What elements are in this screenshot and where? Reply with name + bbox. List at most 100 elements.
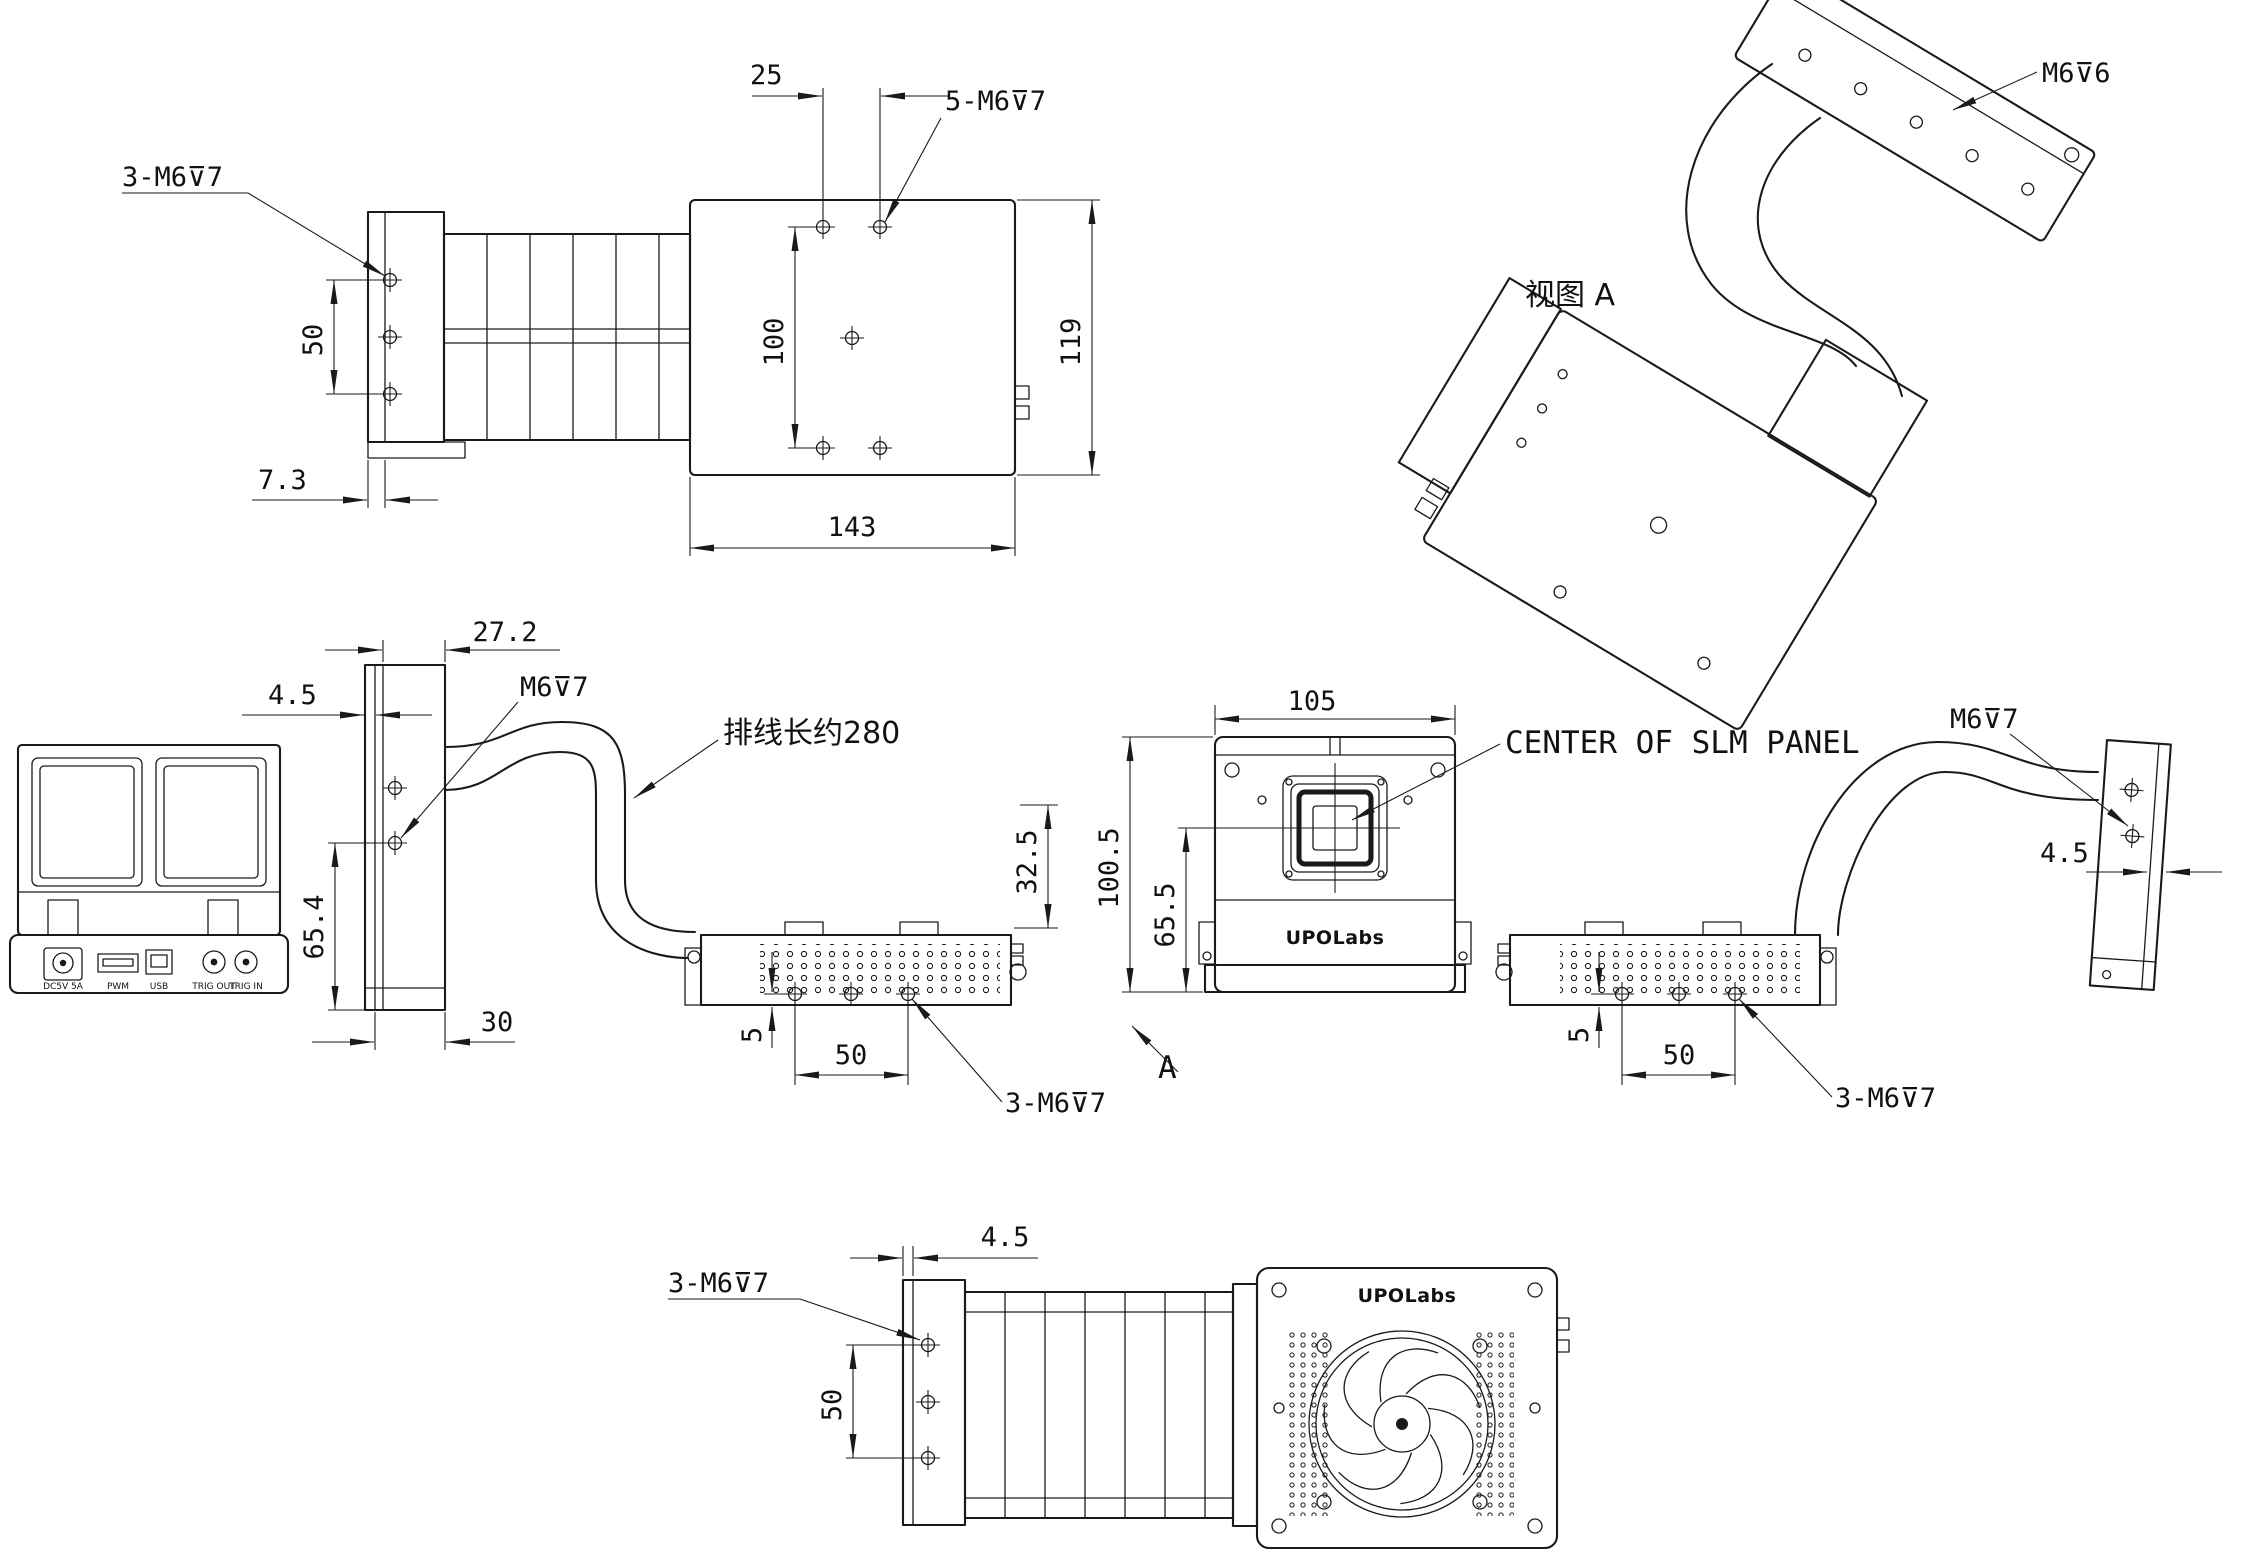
dim-text: 5 bbox=[737, 1027, 768, 1043]
cooling-fan bbox=[1308, 1330, 1496, 1518]
flex-cable bbox=[443, 720, 697, 960]
view-a-caption: 视图 A bbox=[1525, 278, 1616, 313]
callout-3m6: 3-M6⊽7 bbox=[1738, 998, 1936, 1114]
dimension-100-5: 100.5 bbox=[1094, 736, 1213, 993]
callout-text: CENTER OF SLM PANEL bbox=[1505, 725, 1860, 761]
dimension-105: 105 bbox=[1214, 686, 1456, 735]
iso-view-a: M6⊽6 视图 A bbox=[1397, 0, 2111, 730]
dimension-5: 5 bbox=[1564, 952, 1611, 1048]
dimension-50: 50 bbox=[817, 1344, 916, 1459]
callout-3m6: 3-M6⊽7 bbox=[122, 162, 386, 277]
dimension-32-5: 32.5 bbox=[1012, 804, 1058, 929]
callout-text: M6⊽7 bbox=[1950, 704, 2019, 735]
port-label: DC5V 5A bbox=[43, 982, 84, 992]
side-plate bbox=[2088, 739, 2172, 991]
callout-text: 3-M6⊽7 bbox=[1005, 1088, 1106, 1119]
callout-m6-7: M6⊽7 bbox=[400, 672, 589, 839]
flex-cable bbox=[1793, 740, 2100, 937]
dim-text: 50 bbox=[298, 324, 329, 357]
trig-in-port bbox=[234, 950, 258, 974]
dimension-25: 25 bbox=[750, 60, 950, 215]
dimension-4-5: 4.5 bbox=[850, 1222, 1038, 1276]
dimension-143: 143 bbox=[689, 477, 1016, 556]
io-panel bbox=[8, 933, 290, 995]
controller-front-view: DC5V 5A PWM USB TRIG OUT TRIG IN bbox=[8, 743, 290, 995]
callout-text: M6⊽6 bbox=[2042, 58, 2111, 89]
center-of-slm-callout: CENTER OF SLM PANEL bbox=[1351, 725, 1860, 821]
stage-body bbox=[442, 232, 692, 442]
dim-text: 119 bbox=[1056, 318, 1087, 367]
dim-text: 50 bbox=[817, 1389, 848, 1422]
dimension-27-2: 27.2 bbox=[325, 617, 560, 662]
dimension-119: 119 bbox=[1017, 199, 1100, 476]
dimension-50: 50 bbox=[298, 279, 378, 395]
dim-text: 4.5 bbox=[268, 680, 317, 711]
callout-text: 3-M6⊽7 bbox=[668, 1268, 769, 1299]
dimension-50: 50 bbox=[1621, 1002, 1736, 1085]
dim-text: 4.5 bbox=[2040, 838, 2089, 869]
dim-text: 5 bbox=[1564, 1027, 1595, 1043]
usb-port bbox=[145, 949, 173, 975]
side-plate bbox=[363, 663, 447, 1012]
head-base bbox=[1203, 963, 1467, 994]
dimension-65-4: 65.4 bbox=[299, 842, 385, 1011]
dc-jack bbox=[43, 947, 83, 981]
dim-text: 7.3 bbox=[258, 465, 307, 496]
dim-text: 25 bbox=[750, 60, 783, 91]
callout-3m6: 3-M6⊽7 bbox=[668, 1268, 921, 1341]
dimension-65-5: 65.5 bbox=[1150, 828, 1190, 992]
dimension-5: 5 bbox=[737, 952, 784, 1048]
callout-text: 排线长约280 bbox=[723, 716, 900, 751]
vent-holes bbox=[1472, 1332, 1514, 1516]
callout-text: M6⊽7 bbox=[520, 672, 589, 703]
dim-text: 50 bbox=[1663, 1040, 1696, 1071]
vent-holes bbox=[760, 944, 1000, 996]
slm-aperture bbox=[1178, 763, 1400, 893]
dim-text: 65.4 bbox=[299, 894, 330, 959]
side-plate bbox=[366, 210, 446, 444]
brand-logo: UPOLabs bbox=[1358, 1285, 1457, 1307]
dim-text: 30 bbox=[481, 1007, 514, 1038]
base-unit-left bbox=[684, 921, 1027, 1007]
dimension-4-5: 4.5 bbox=[242, 680, 432, 719]
callout-3m6: 3-M6⊽7 bbox=[911, 998, 1106, 1119]
left-side-view: 27.2 4.5 M6⊽7 65.4 30 bbox=[242, 617, 1106, 1119]
iso-upper-plate bbox=[1734, 0, 2096, 242]
dim-text: 65.5 bbox=[1150, 882, 1181, 947]
brand-logo: UPOLabs bbox=[1286, 927, 1385, 949]
callout-5m6: 5-M6⊽7 bbox=[884, 86, 1046, 223]
trig-out-port bbox=[202, 950, 226, 974]
dim-text: 32.5 bbox=[1012, 829, 1043, 894]
view-a-arrow: A bbox=[1131, 1025, 1179, 1086]
dim-text: 105 bbox=[1288, 686, 1337, 717]
dimension-4-5: 4.5 bbox=[2040, 838, 2222, 876]
dim-text: 100.5 bbox=[1094, 827, 1125, 908]
pwm-port bbox=[97, 953, 139, 973]
mount-plate bbox=[688, 198, 1017, 477]
port-label: USB bbox=[150, 982, 168, 992]
fan-box: UPOLabs bbox=[1255, 1266, 1570, 1550]
iso-flex-cable bbox=[1685, 62, 1904, 398]
port-label: PWM bbox=[107, 982, 129, 992]
dim-text: 143 bbox=[828, 512, 877, 543]
iso-lower-assembly bbox=[1397, 277, 1929, 730]
callout-text: 5-M6⊽7 bbox=[945, 86, 1046, 117]
base-unit-right bbox=[1495, 921, 1837, 1007]
dim-text: 4.5 bbox=[981, 1222, 1030, 1253]
connector-bump bbox=[1014, 385, 1030, 400]
bottom-view: 4.5 3-M6⊽7 50 bbox=[668, 1222, 1570, 1550]
dim-text: 50 bbox=[835, 1040, 868, 1071]
view-letter: A bbox=[1158, 1050, 1177, 1086]
callout-text: 3-M6⊽7 bbox=[1835, 1083, 1936, 1114]
top-view: 25 5-M6⊽7 3-M6⊽7 50 7.3 1 bbox=[122, 60, 1100, 556]
cable-length-callout: 排线长约280 bbox=[633, 716, 900, 799]
front-view: UPOLabs 105 CENTER OF SLM PANEL 100.5 65… bbox=[1094, 686, 1860, 1086]
port-label: TRIG IN bbox=[228, 982, 263, 992]
callout-m6-6: M6⊽6 bbox=[1952, 58, 2111, 111]
dimension-7-3: 7.3 bbox=[252, 460, 438, 508]
dim-text: 27.2 bbox=[472, 617, 537, 648]
callout-m6-7: M6⊽7 bbox=[1950, 704, 2129, 827]
port-label: TRIG OUT bbox=[191, 982, 236, 992]
